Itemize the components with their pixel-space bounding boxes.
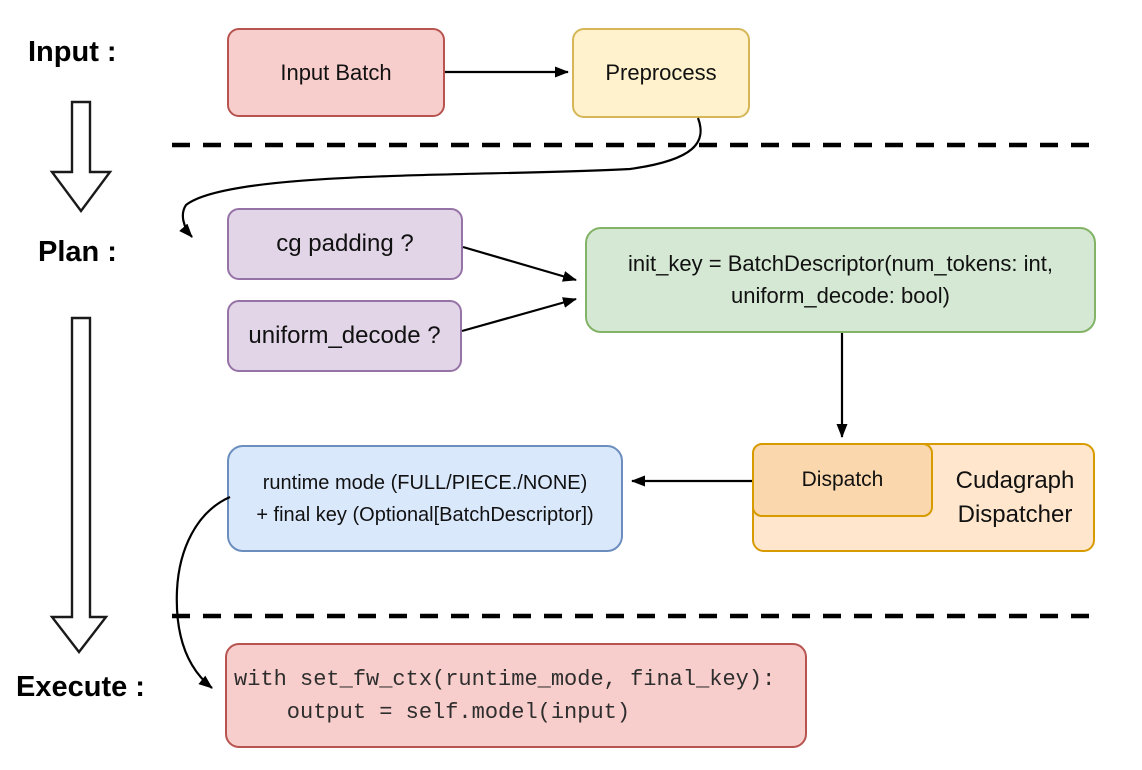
dispatch-node: Dispatch xyxy=(752,443,933,517)
input-to-plan-arrow-icon xyxy=(49,100,113,214)
cg-padding-label: cg padding ? xyxy=(276,229,414,257)
execute-code-node: with set_fw_ctx(runtime_mode, final_key)… xyxy=(225,643,807,748)
runtime-result-line2: + final key (Optional[BatchDescriptor]) xyxy=(256,503,594,526)
execute-code-line2: output = self.model(input) xyxy=(234,699,631,725)
preprocess-label: Preprocess xyxy=(605,60,717,86)
input-batch-node: Input Batch xyxy=(227,28,445,117)
execute-code-line1: with set_fw_ctx(runtime_mode, final_key)… xyxy=(234,666,776,692)
uniform-decode-label: uniform_decode ? xyxy=(248,321,441,349)
uniform-decode-node: uniform_decode ? xyxy=(227,300,462,372)
input-batch-label: Input Batch xyxy=(280,59,392,85)
execute-section-label: Execute : xyxy=(16,671,145,703)
init-key-node: init_key = BatchDescriptor(num_tokens: i… xyxy=(585,227,1096,333)
plan-section-label: Plan : xyxy=(38,236,117,268)
cg-padding-node: cg padding ? xyxy=(227,208,463,280)
curve-runtime-result-to-execute-code xyxy=(175,495,231,689)
init-key-line2: uniform_decode: bool) xyxy=(731,283,950,308)
arrow-cg-padding-to-init-key xyxy=(462,245,577,282)
runtime-result-node: runtime mode (FULL/PIECE./NONE) + final … xyxy=(227,445,623,552)
init-key-line1: init_key = BatchDescriptor(num_tokens: i… xyxy=(628,251,1053,277)
plan-to-execute-arrow-icon xyxy=(49,316,109,654)
arrow-uniform-decode-to-init-key xyxy=(461,297,577,333)
cudagraph-dispatcher-label: Cudagraph Dispatcher xyxy=(955,466,1075,528)
dispatch-label: Dispatch xyxy=(801,467,884,491)
input-section-label: Input : xyxy=(28,36,117,68)
runtime-result-line1: runtime mode (FULL/PIECE./NONE) xyxy=(262,471,588,494)
preprocess-node: Preprocess xyxy=(572,28,750,118)
